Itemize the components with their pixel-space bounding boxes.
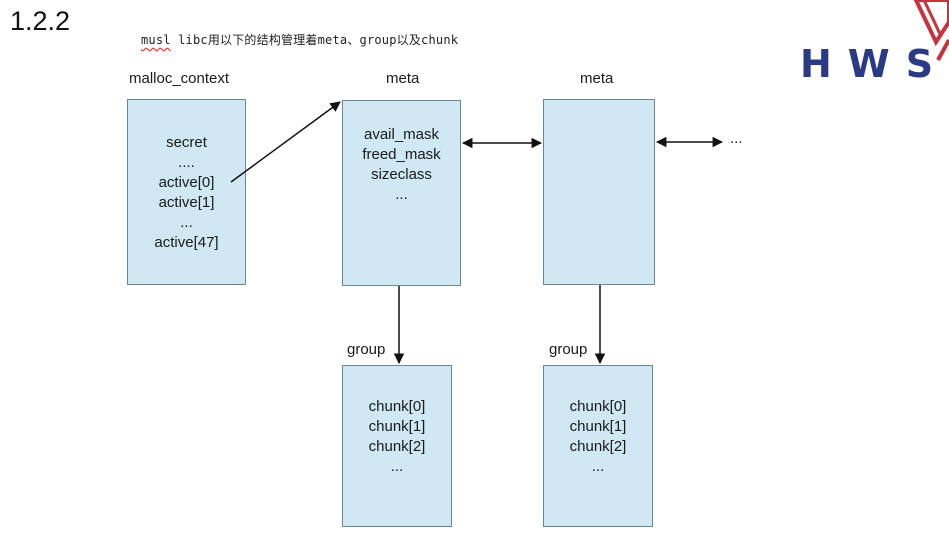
field-dots: .... (178, 154, 195, 171)
meta1-box (342, 100, 461, 286)
group1-fields: chunk[0] chunk[1] chunk[2] ... (342, 397, 452, 477)
malloc-context-title: malloc_context (129, 70, 230, 87)
field-chunk-2: chunk[2] (569, 438, 627, 455)
group2-label: group (549, 341, 588, 358)
group1-label: group (347, 341, 386, 358)
field-chunk-1: chunk[1] (569, 418, 627, 435)
group2-box (543, 365, 653, 527)
field-chunk-1: chunk[1] (368, 418, 426, 435)
meta-chain-ellipsis: ... (730, 130, 743, 147)
field-avail-mask: avail_mask (363, 126, 440, 143)
malloc-context-fields: secret .... active[0] active[1] ... acti… (127, 133, 246, 253)
field-freed-mask: freed_mask (362, 146, 441, 163)
field-ellipsis: ... (390, 458, 404, 475)
subtitle-musl: musl (141, 33, 171, 47)
group1-box (342, 365, 452, 527)
meta1-title: meta (386, 70, 420, 87)
field-active-0: active[0] (158, 174, 215, 191)
field-chunk-2: chunk[2] (368, 438, 426, 455)
field-secret: secret (166, 134, 207, 151)
section-number: 1.2.2 (10, 6, 71, 36)
field-active-47: active[47] (154, 234, 219, 251)
slide-subtitle: musl libc用以下的结构管理着meta、group以及chunk (141, 31, 458, 48)
field-ellipsis: ... (180, 214, 193, 231)
hws-logo: HWS (800, 0, 949, 86)
field-chunk-0: chunk[0] (569, 398, 627, 415)
meta1-fields: avail_mask freed_mask sizeclass ... (342, 125, 461, 205)
meta2-title: meta (580, 70, 614, 87)
field-active-1: active[1] (158, 194, 215, 211)
field-ellipsis: ... (591, 458, 605, 475)
field-ellipsis: ... (395, 186, 408, 203)
group2-fields: chunk[0] chunk[1] chunk[2] ... (543, 397, 653, 477)
meta2-box (543, 99, 655, 285)
malloc-context-box (127, 99, 246, 285)
hws-logo-text: HWS (800, 42, 949, 86)
subtitle-text: libc用以下的结构管理着meta、group以及chunk (170, 33, 459, 47)
field-chunk-0: chunk[0] (368, 398, 426, 415)
field-sizeclass: sizeclass (371, 166, 432, 183)
arrow-active-to-meta (230, 101, 341, 183)
